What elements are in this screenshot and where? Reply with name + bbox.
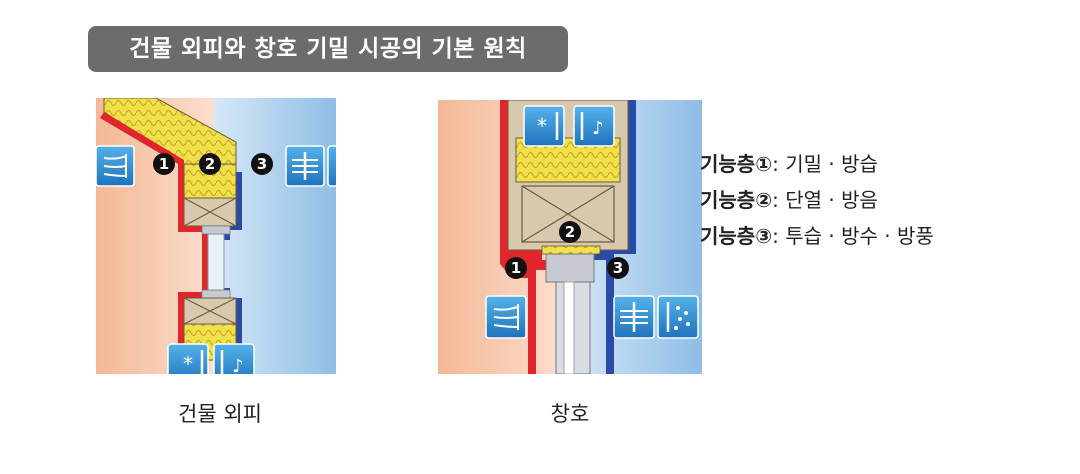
marker-2-label: 2 [205, 155, 215, 173]
marker-3-label: 3 [613, 259, 623, 277]
marker-1 [505, 257, 527, 279]
envelope-caption: 건물 외피 [178, 402, 262, 426]
legend-label-2: 기능층② [700, 188, 773, 212]
marker-1-label: 1 [511, 259, 521, 277]
svg-text:*: * [537, 114, 547, 138]
function-layer-legend: 기능층①: 기밀 · 방습 기능층②: 단열 · 방음 기능층③: 투습 · 방… [700, 146, 934, 254]
sound-icon: ♪ [573, 105, 615, 147]
svg-text:♪: ♪ [232, 356, 244, 374]
marker-2 [199, 153, 221, 175]
sound-icon: ♪ [213, 343, 255, 374]
wind-icon [285, 145, 325, 187]
weather-layer [588, 100, 636, 374]
marker-3 [251, 153, 273, 175]
airtight-layer [500, 100, 546, 374]
glass-pane [563, 281, 575, 374]
window-caption: 창호 [550, 402, 590, 426]
glass-pane [207, 231, 225, 295]
vapor-icon: * [167, 343, 209, 374]
window-diagram: 1 2 3 * ♪ [438, 100, 702, 374]
svg-text:♪: ♪ [592, 118, 604, 139]
page-title: 건물 외피와 창호 기밀 시공의 기본 원칙 [88, 26, 568, 72]
marker-1 [153, 153, 175, 175]
marker-3 [607, 257, 629, 279]
legend-row-2: 기능층②: 단열 · 방음 [700, 182, 934, 218]
draft-icon [485, 295, 527, 339]
marker-1-label: 1 [159, 155, 169, 173]
legend-desc-2: : 단열 · 방음 [772, 188, 878, 212]
marker-3-label: 3 [257, 155, 267, 173]
seal-tape [541, 245, 601, 255]
svg-text:*: * [183, 352, 193, 374]
legend-row-1: 기능층①: 기밀 · 방습 [700, 146, 934, 182]
vapor-icon: * [523, 105, 565, 147]
rain-icon [657, 295, 699, 339]
envelope-diagram: 1 2 3 * ♪ [96, 98, 336, 374]
rain-icon [327, 145, 336, 187]
legend-row-3: 기능층③: 투습 · 방수 · 방풍 [700, 218, 934, 254]
marker-2 [559, 221, 581, 243]
wind-icon [613, 295, 655, 339]
legend-label-3: 기능층③ [700, 224, 773, 248]
marker-2-label: 2 [565, 223, 575, 241]
legend-label-1: 기능층① [700, 152, 773, 176]
draft-icon [96, 145, 135, 187]
legend-desc-3: : 투습 · 방수 · 방풍 [772, 224, 934, 248]
legend-desc-1: : 기밀 · 방습 [772, 152, 878, 176]
